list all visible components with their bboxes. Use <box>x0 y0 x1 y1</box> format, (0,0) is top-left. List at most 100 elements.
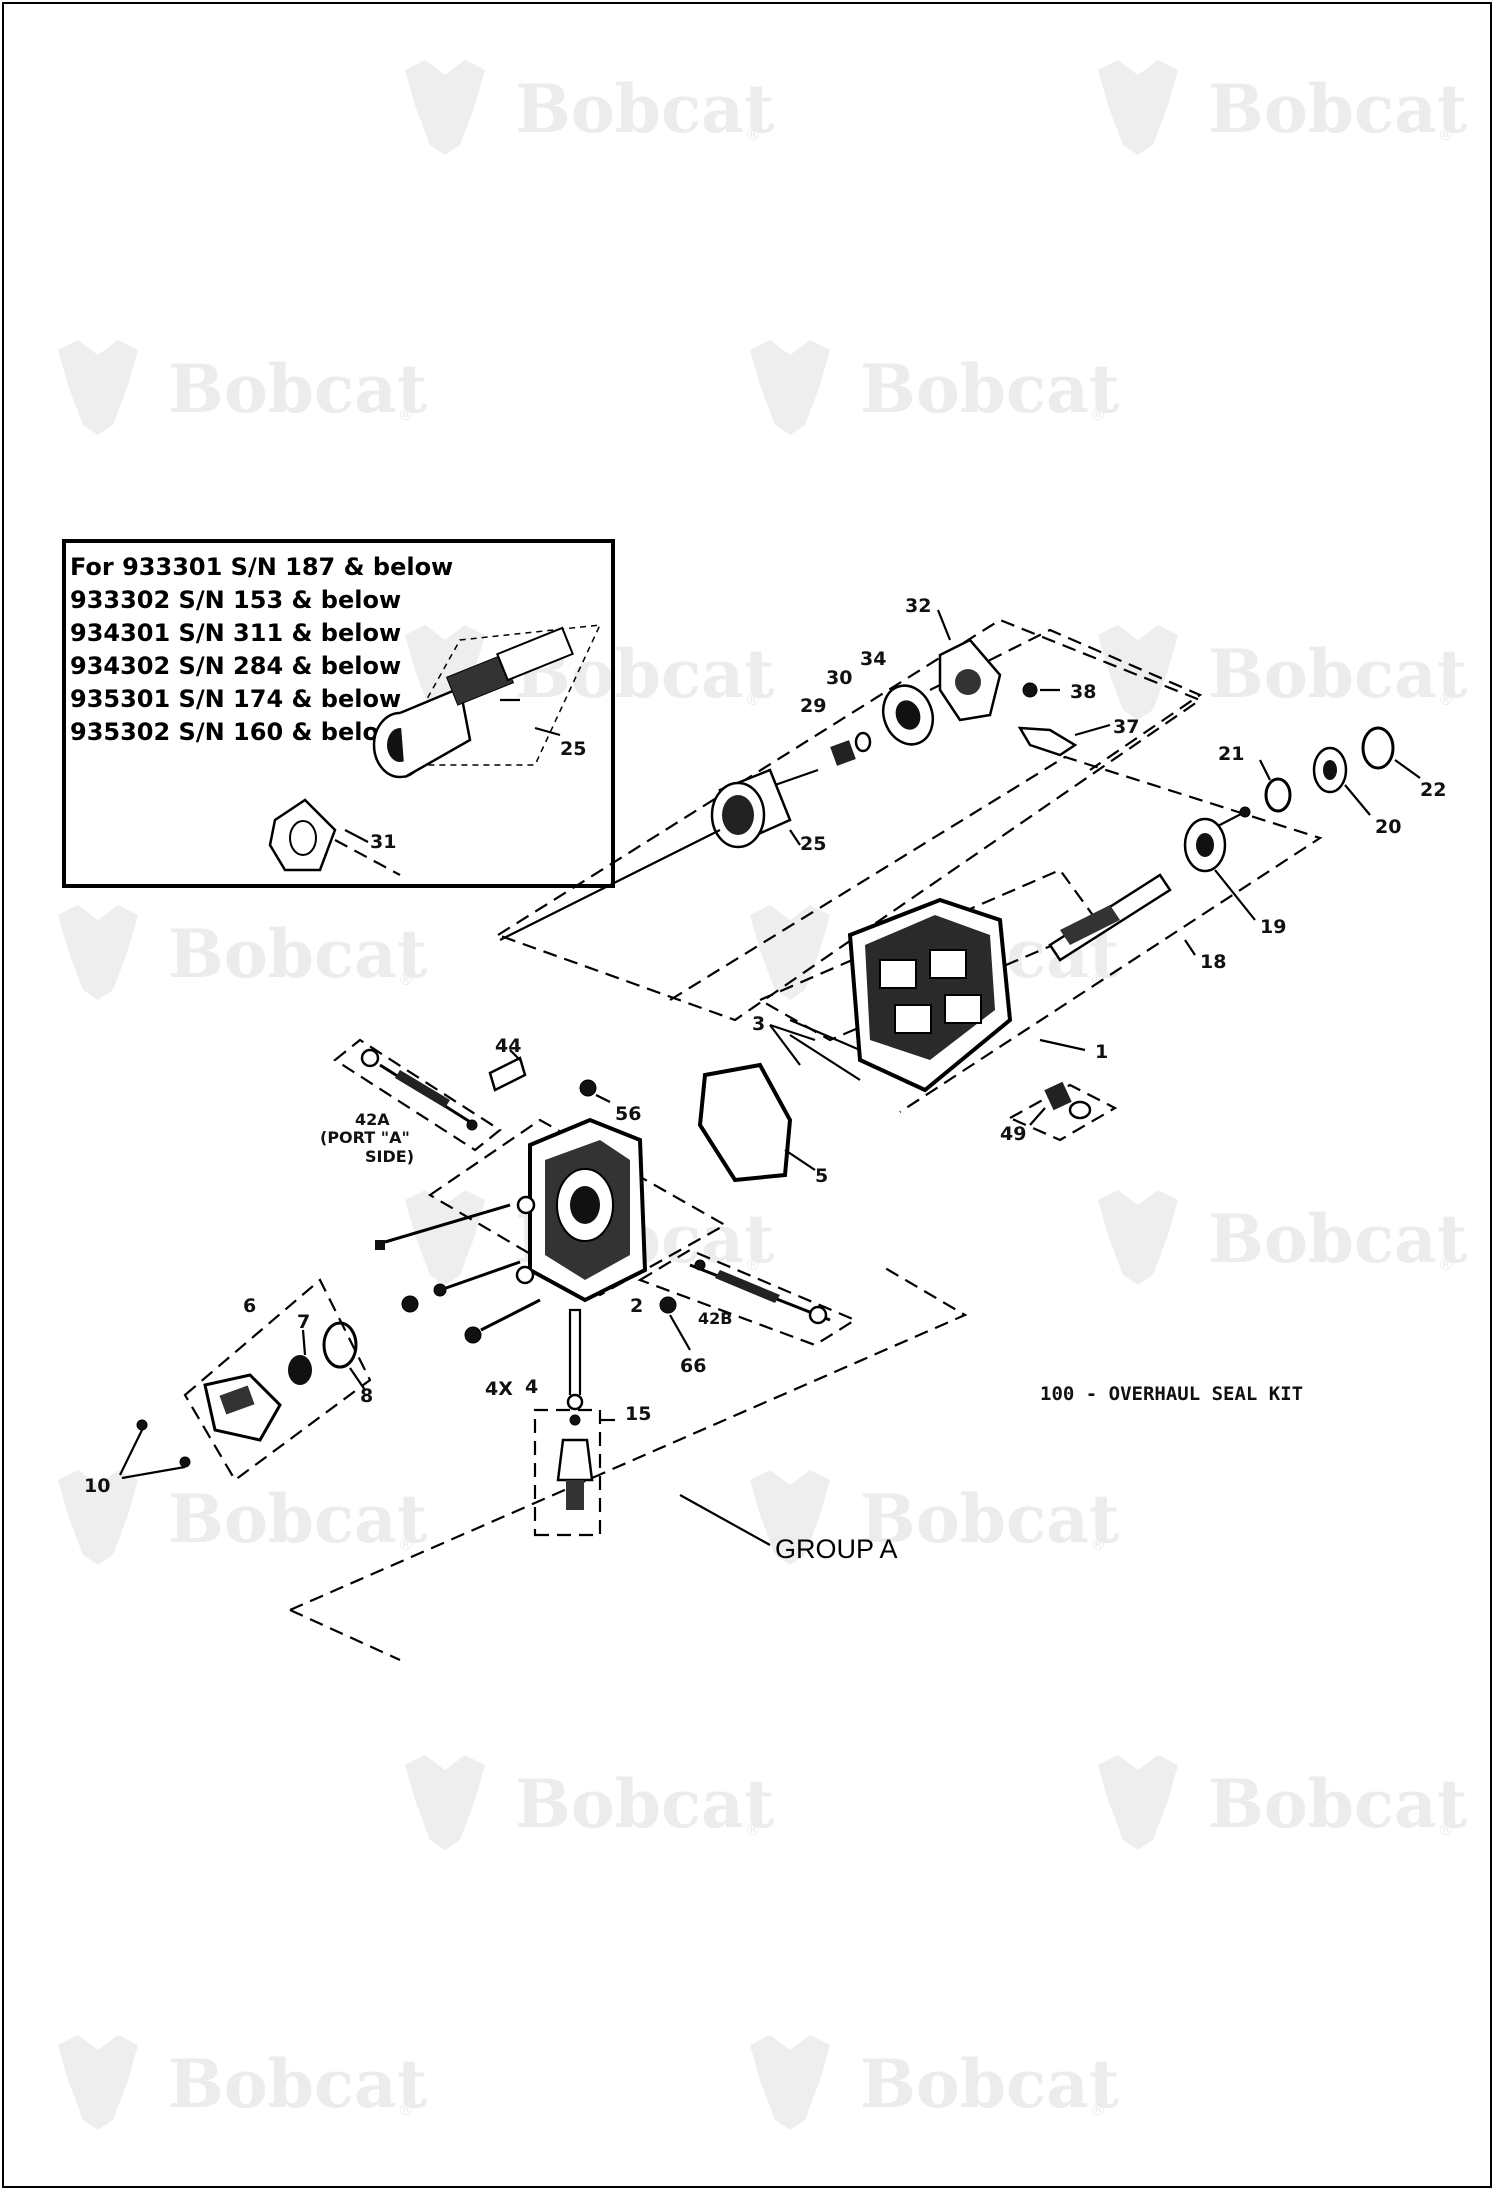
overhaul-seal-kit-note: 100 - OVERHAUL SEAL KIT <box>1040 1383 1303 1405</box>
pump-housing-1 <box>789 897 1086 1093</box>
callout-49: 49 <box>1000 1123 1026 1145</box>
inset-rotating-group-drawing <box>268 624 602 876</box>
part-22-snap-ring <box>1361 726 1395 770</box>
watermark-reg: ® <box>1438 1820 1454 1839</box>
group-a-label: GROUP A <box>775 1534 898 1564</box>
bobcat-watermark: Bobcat ® <box>750 1470 1120 1565</box>
end-cover-group <box>119 1321 366 1480</box>
watermark-text: Bobcat <box>515 70 775 148</box>
callout-21: 21 <box>1218 743 1244 765</box>
bolts <box>375 1203 691 1351</box>
callout-44: 44 <box>495 1035 521 1057</box>
watermark-reg: ® <box>745 1820 761 1839</box>
callout-29: 29 <box>800 695 826 717</box>
valve-block-2 <box>515 1117 648 1303</box>
part-56-plug <box>579 1079 597 1097</box>
part-38-plug <box>1022 682 1038 698</box>
inset-line: For 933301 S/N 187 & below <box>70 553 453 581</box>
callout-20: 20 <box>1375 816 1401 838</box>
watermark-reg: ® <box>745 1255 761 1274</box>
callout-6: 6 <box>243 1295 256 1317</box>
inset-line: 934301 S/N 311 & below <box>70 619 401 647</box>
bobcat-watermark: Bobcat ® <box>405 60 775 155</box>
callout-labels: 32 38 37 34 30 29 25 21 22 20 19 18 3 1 … <box>84 595 1446 1497</box>
inset-line: 935302 S/N 160 & below <box>70 718 401 746</box>
part-42a-relief-valve <box>360 1048 478 1131</box>
callout-42a-port-note: (PORT "A" <box>320 1128 410 1147</box>
charge-pump-parts <box>499 609 1421 962</box>
watermark-reg: ® <box>398 970 414 989</box>
part-29-spacer <box>830 740 856 766</box>
callout-66: 66 <box>680 1355 706 1377</box>
part-15-cartridge <box>556 1308 615 1510</box>
watermark-text: Bobcat <box>860 2045 1120 2123</box>
watermark-text: Bobcat <box>1208 635 1468 713</box>
dashed-group-outlines <box>183 618 1323 1662</box>
watermark-reg: ® <box>1438 125 1454 144</box>
watermark-text: Bobcat <box>1208 1765 1468 1843</box>
callout-25-inset: 25 <box>560 738 586 760</box>
callout-56: 56 <box>615 1103 641 1125</box>
part-49-plug <box>1044 1081 1072 1111</box>
bobcat-watermark: Bobcat ® <box>1098 60 1468 155</box>
callout-31-inset: 31 <box>370 831 396 853</box>
watermark-text: Bobcat <box>860 350 1120 428</box>
callout-2: 2 <box>630 1295 643 1317</box>
bobcat-watermark: Bobcat ® <box>1098 625 1468 720</box>
part-5-gasket <box>697 1062 793 1183</box>
watermark-reg: ® <box>1090 2100 1106 2119</box>
callout-1: 1 <box>1095 1041 1108 1063</box>
watermark-reg: ® <box>1438 1255 1454 1274</box>
group-a-pointer <box>679 1494 771 1546</box>
watermark-text: Bobcat <box>168 915 428 993</box>
callout-4x: 4X <box>485 1378 513 1400</box>
part-44-plate <box>488 1056 527 1092</box>
watermark-text: Bobcat <box>515 1765 775 1843</box>
watermark-text: Bobcat <box>168 350 428 428</box>
callout-42a: 42A <box>355 1110 390 1129</box>
part-49-washer <box>1068 1100 1092 1120</box>
watermark-reg: ® <box>1090 405 1106 424</box>
part-37-fitting <box>1017 726 1078 757</box>
watermark-reg: ® <box>398 1535 414 1554</box>
callout-15: 15 <box>625 1403 651 1425</box>
bobcat-watermark: Bobcat ® <box>58 340 428 435</box>
bobcat-watermark: Bobcat ® <box>58 2035 428 2130</box>
watermark-reg: ® <box>1438 690 1454 709</box>
inset-border <box>62 539 615 888</box>
watermark-reg: ® <box>398 2100 414 2119</box>
bobcat-watermark: Bobcat ® <box>1098 1190 1468 1285</box>
watermark-reg: ® <box>1090 1535 1106 1554</box>
bobcat-watermark: Bobcat ® <box>750 340 1120 435</box>
part-21-ring <box>1264 777 1292 813</box>
inset-box: For 933301 S/N 187 & below 933302 S/N 15… <box>62 539 615 888</box>
watermark-group: Bobcat ® Bobcat ® Bobcat ® Bobcat ® Bobc… <box>58 60 1468 2130</box>
bobcat-watermark: Bobcat ® <box>58 905 428 1000</box>
inset-line: 934302 S/N 284 & below <box>70 652 401 680</box>
watermark-text: Bobcat <box>1208 1200 1468 1278</box>
watermark-text: Bobcat <box>860 1480 1120 1558</box>
part-7-seal <box>288 1355 312 1385</box>
callout-34: 34 <box>860 648 886 670</box>
callout-22: 22 <box>1420 779 1446 801</box>
bobcat-watermark: Bobcat ® <box>750 2035 1120 2130</box>
inset-line: 935301 S/N 174 & below <box>70 685 401 713</box>
watermark-text: Bobcat <box>168 2045 428 2123</box>
callout-42b: 42B <box>698 1309 732 1328</box>
callout-32: 32 <box>905 595 931 617</box>
part-49-group <box>1029 1081 1092 1126</box>
callout-30: 30 <box>826 667 852 689</box>
bobcat-watermark: Bobcat ® <box>1098 1755 1468 1850</box>
callout-38: 38 <box>1070 681 1096 703</box>
watermark-reg: ® <box>398 405 414 424</box>
bobcat-watermark: Bobcat ® <box>58 1470 428 1565</box>
callout-4: 4 <box>525 1376 538 1398</box>
callout-7: 7 <box>297 1311 310 1333</box>
part-30-ring <box>854 731 872 753</box>
part-8-o-ring <box>322 1321 358 1369</box>
watermark-text: Bobcat <box>168 1480 428 1558</box>
watermark-reg: ® <box>745 125 761 144</box>
